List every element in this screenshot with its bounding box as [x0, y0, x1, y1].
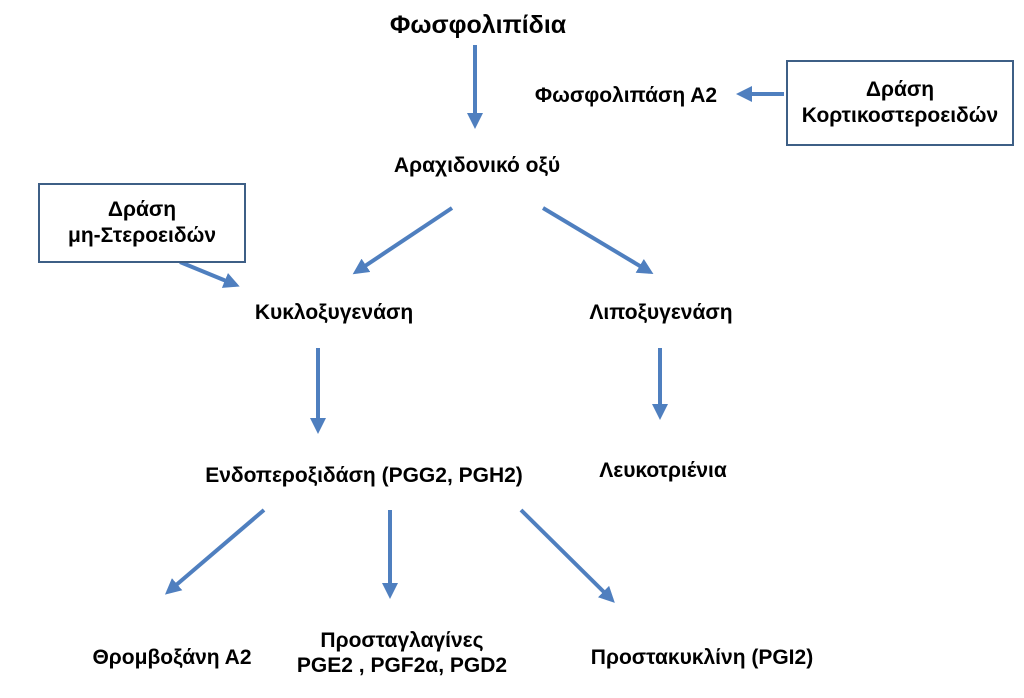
node-lipoxygenase: Λιποξυγενάση: [589, 301, 733, 324]
node-phospholipids: Φωσφολιπίδια: [389, 11, 567, 39]
arrow-arachidonic-to-cyclooxygenase: [352, 206, 454, 275]
box-nsaids: Δράση μη-Στεροειδών: [38, 183, 246, 263]
box-corticosteroids-line1: Δράση: [865, 77, 935, 101]
arrow-arachidonic-to-lipoxygenase: [541, 206, 654, 275]
arrow-nsaids-to-cyclooxygenase: [179, 260, 240, 288]
node-prostaglandins-line2: PGE2 , PGF2α, PGD2: [296, 654, 508, 678]
node-endoperoxidase: Ενδοπεροξιδάση (PGG2, PGH2): [205, 464, 523, 487]
arrow-endoperoxidase-to-thromboxane: [164, 508, 266, 595]
arrow-endoperoxidase-to-prostacyclin: [519, 508, 615, 603]
node-cyclooxygenase: Κυκλοξυγενάση: [254, 301, 414, 324]
box-nsaids-line2: μη-Στεροειδών: [67, 224, 217, 247]
node-prostaglandins-line1: Προσταγλαγίνες: [320, 629, 484, 652]
node-arachidonic-acid: Αραχιδονικό οξύ: [393, 154, 561, 177]
node-prostaglandins: Προσταγλαγίνες PGE2 , PGF2α, PGD2: [297, 628, 507, 678]
box-corticosteroids: Δράση Κορτικοστεροειδών: [786, 60, 1014, 146]
node-prostacyclin: Προστακυκλίνη (PGI2): [590, 646, 814, 669]
box-nsaids-line1: Δράση: [107, 197, 177, 221]
node-thromboxane-a2: Θρομβοξάνη Α2: [92, 646, 252, 669]
box-corticosteroids-line2: Κορτικοστεροειδών: [801, 104, 999, 127]
node-leukotrienes: Λευκοτριένια: [599, 459, 727, 482]
node-phospholipase-a2: Φωσφολιπάση Α2: [534, 84, 718, 107]
